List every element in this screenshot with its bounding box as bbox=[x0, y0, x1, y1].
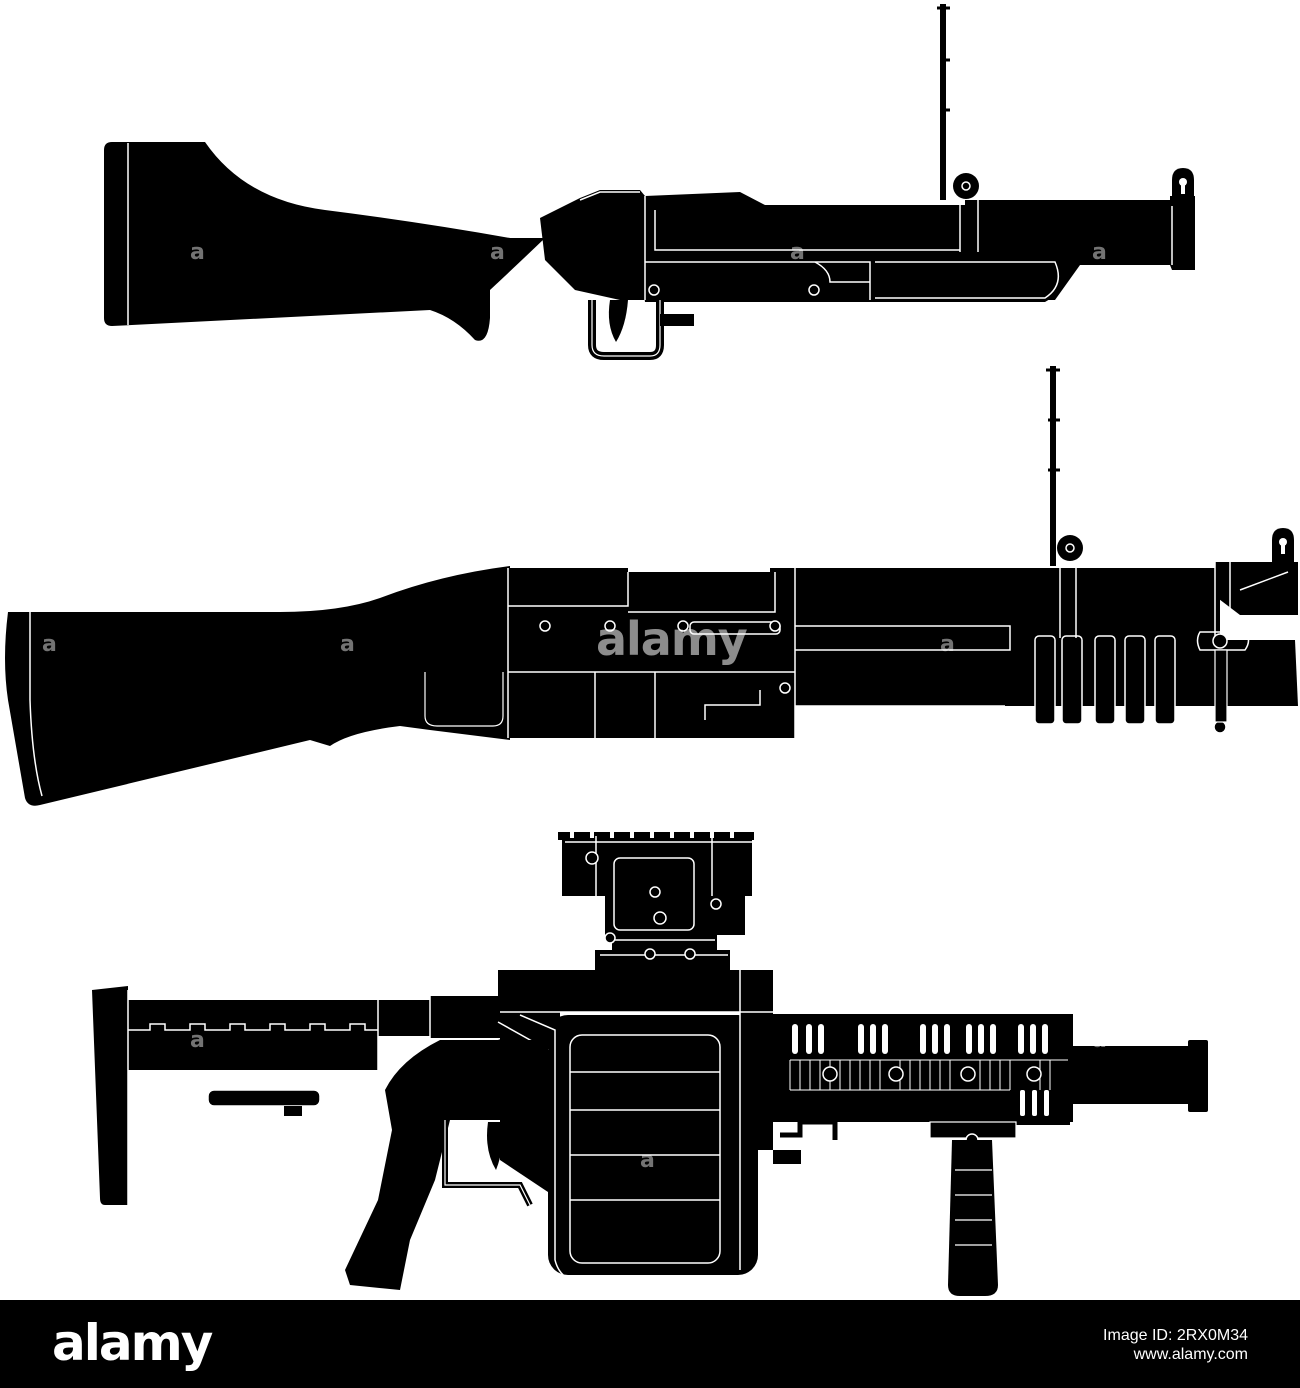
launcher-bottom-stock bbox=[92, 986, 378, 1205]
watermark-mark-5: a bbox=[42, 632, 57, 657]
launcher-top-stock bbox=[104, 142, 545, 341]
watermark-mark-10: a bbox=[1092, 1028, 1107, 1053]
launcher-middle-upper-barrel bbox=[790, 568, 1220, 640]
watermark-mark-6: a bbox=[340, 632, 355, 657]
launcher-bottom-cylinder-outlines bbox=[497, 970, 773, 1290]
watermark-mark-7: a bbox=[940, 632, 955, 657]
launcher-bottom-cylinder bbox=[548, 1015, 758, 1275]
watermark-mark-4: a bbox=[1092, 240, 1107, 265]
watermark-mark-2: a bbox=[490, 240, 505, 265]
launcher-top-trigger bbox=[608, 300, 628, 342]
launcher-bottom-rail-screws bbox=[822, 1066, 1042, 1082]
footer-meta: Image ID: 2RX0M34 www.alamy.com bbox=[1103, 1326, 1248, 1364]
launcher-middle-stock bbox=[5, 566, 510, 806]
watermark-mark-1: a bbox=[190, 240, 205, 265]
footer-bar: alamy Image ID: 2RX0M34 www.alamy.com bbox=[0, 1300, 1300, 1388]
footer-site-url: www.alamy.com bbox=[1133, 1346, 1248, 1363]
launcher-middle-receiver bbox=[508, 568, 795, 738]
launcher-middle-muzzle-cap bbox=[1215, 562, 1298, 615]
launcher-top-leaf-sight bbox=[940, 4, 946, 200]
launcher-middle-leaf-sight bbox=[1050, 366, 1056, 566]
launcher-middle-sling-loop bbox=[1196, 631, 1250, 651]
launcher-top-barrel bbox=[640, 206, 1170, 264]
launcher-bottom-rail-slots bbox=[792, 1024, 1049, 1116]
launcher-bottom-stock-lever bbox=[207, 1089, 321, 1107]
launcher-bottom-barrel bbox=[1070, 1046, 1192, 1104]
launcher-top-outlines bbox=[127, 143, 1173, 325]
watermark-mark-9: a bbox=[640, 1148, 655, 1173]
launcher-middle-outlines bbox=[29, 560, 1289, 797]
launcher-bottom-stock-notches bbox=[127, 990, 431, 1205]
watermark-center: alamy bbox=[596, 612, 748, 666]
footer-image-id: Image ID: 2RX0M34 bbox=[1103, 1327, 1248, 1344]
grenade-launcher-illustrations bbox=[5, 4, 1298, 1296]
launcher-middle-tube-rings bbox=[1034, 635, 1176, 725]
launcher-bottom bbox=[92, 832, 1208, 1296]
launcher-top-trigger-guard-inner bbox=[591, 300, 661, 357]
launcher-bottom-buffer-tube bbox=[378, 1000, 430, 1036]
launcher-middle bbox=[5, 366, 1298, 806]
launcher-middle-screws bbox=[539, 620, 1228, 734]
launcher-middle-trigger bbox=[439, 672, 458, 712]
launcher-top-safety bbox=[660, 314, 694, 326]
launcher-bottom-pistol-grip bbox=[345, 1040, 548, 1290]
watermark-mark-3: a bbox=[790, 240, 805, 265]
launcher-top bbox=[104, 4, 1195, 360]
launcher-bottom-vertical-grip bbox=[948, 1140, 998, 1296]
launcher-top-screw bbox=[648, 284, 660, 296]
launcher-bottom-red-dot-sight bbox=[558, 832, 754, 972]
footer-logo: alamy bbox=[52, 1314, 213, 1372]
launcher-bottom-stock-holes bbox=[163, 1081, 285, 1123]
launcher-bottom-trigger bbox=[487, 1122, 504, 1170]
watermark-mark-8: a bbox=[190, 1028, 205, 1053]
launcher-top-screw bbox=[808, 284, 820, 296]
launcher-bottom-upper-frame bbox=[498, 970, 773, 1012]
